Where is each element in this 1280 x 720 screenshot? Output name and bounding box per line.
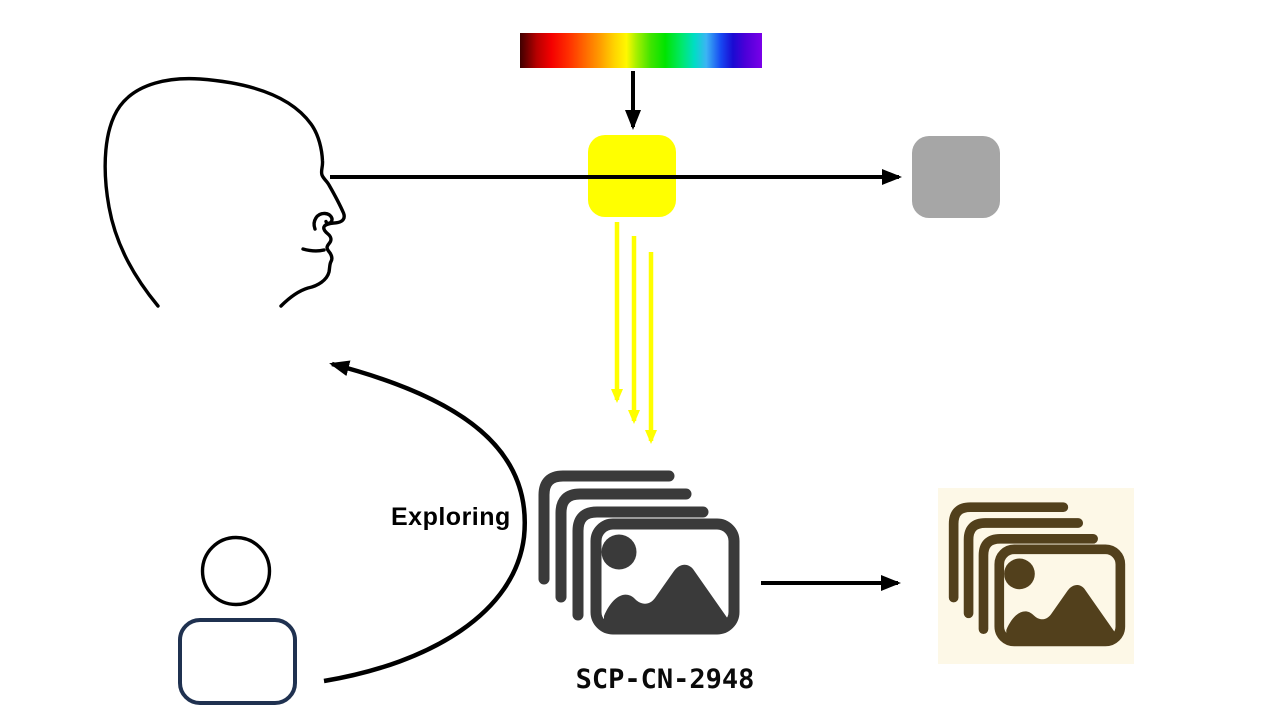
person-head-circle — [200, 535, 272, 607]
head-outline — [103, 76, 346, 308]
photo-frame-back-1 — [572, 506, 709, 621]
photo-sun-circle — [1004, 558, 1035, 590]
photo-frame-back-3 — [538, 470, 675, 585]
photo-frame-back-2 — [555, 488, 692, 603]
person-body-rect — [178, 618, 297, 705]
gray-box — [912, 136, 1000, 218]
photo-stack-sepia-icon — [948, 502, 1126, 647]
photo-frame-back-3 — [948, 502, 1069, 603]
photo-sun-circle — [601, 534, 637, 570]
photo-stack-icon — [538, 470, 740, 635]
mouth-line — [301, 247, 326, 253]
scp-id-label: SCP-CN-2948 — [575, 664, 755, 695]
gray-box-rect — [912, 136, 1000, 218]
photo-mountain — [604, 564, 728, 624]
nostril-line — [312, 211, 334, 231]
person-icon — [178, 535, 297, 705]
human-head-profile-icon — [103, 76, 346, 308]
photo-mountain — [1006, 585, 1116, 638]
photo-frame-back-2 — [963, 518, 1084, 619]
yellow-box-rect — [588, 135, 676, 217]
exploring-label: Exploring — [391, 503, 511, 531]
yellow-box — [588, 135, 676, 217]
spectrum-bar — [520, 33, 762, 68]
photo-frame-back-1 — [978, 533, 1098, 634]
